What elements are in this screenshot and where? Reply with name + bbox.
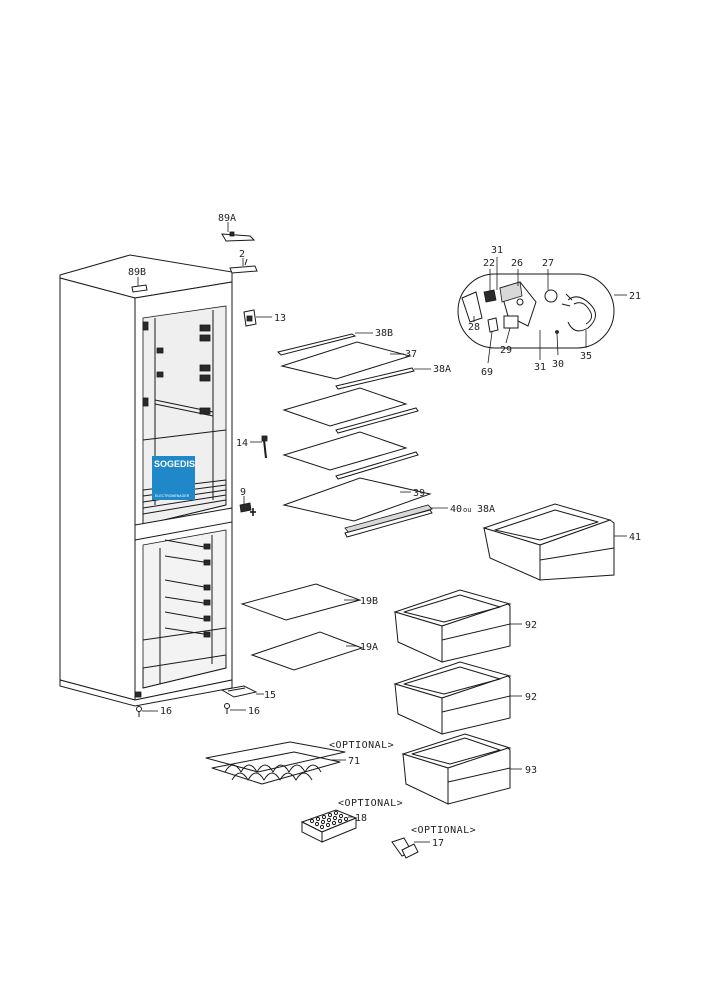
strip-38b [277,332,373,356]
label-35: 35 [580,351,592,362]
part-9 [239,496,256,516]
wine-rack-71 [205,741,346,785]
strip-38a [335,367,431,390]
shelf-middle-1 [282,387,419,434]
label-39: 39 [413,488,425,499]
label-13: 13 [274,313,286,324]
drawer-93 [401,733,522,805]
part-15 [220,685,264,698]
label-31-bottom: 31 [534,362,546,373]
drawer-41 [482,503,627,581]
thermostat-kit-21 [457,257,627,364]
part-2 [229,258,258,274]
optional-label-18: <OPTIONAL> [338,798,403,809]
part-13 [243,309,272,327]
label-30: 30 [552,359,564,370]
part-89b [131,277,148,293]
label-38b: 38B [375,328,393,339]
logo-name: SOGEDIS [154,459,195,469]
label-2: 2 [239,249,245,260]
egg-tray-18 [300,809,358,843]
label-40: 40 [450,504,462,515]
label-26: 26 [511,258,523,269]
shelf-19b [240,583,362,621]
label-14: 14 [236,438,248,449]
label-89b: 89B [128,267,146,278]
optional-label-17: <OPTIONAL> [411,825,476,836]
shelf-middle-2 [282,431,419,480]
part-16-right [224,703,246,714]
label-89a: 89A [218,213,236,224]
label-40-ou: ou [463,506,471,514]
part-89a [221,222,256,242]
optional-label-71: <OPTIONAL> [329,740,394,751]
shelf-39 [282,477,432,522]
label-71: 71 [348,756,360,767]
label-41: 41 [629,532,641,543]
ice-scraper-17 [391,837,430,859]
label-19b: 19B [360,596,378,607]
logo-sub: ELECTROMENAGER [155,494,190,498]
sogedis-logo: SOGEDIS ELECTROMENAGER [152,456,195,500]
part-16-left [136,706,158,717]
label-37: 37 [405,349,417,360]
part-labels: 89A 2 89B 13 38B 37 38A 14 9 39 40 ou 38… [128,213,641,849]
label-27: 27 [542,258,554,269]
drawer-92-bottom [393,661,522,735]
label-16-right: 16 [248,706,260,717]
label-19a: 19A [360,642,378,653]
label-15: 15 [264,690,276,701]
label-93: 93 [525,765,537,776]
label-92-bottom: 92 [525,692,537,703]
lower-rails [164,539,211,638]
label-31-top: 31 [491,245,503,256]
shelf-19a [250,631,364,671]
label-69: 69 [481,367,493,378]
label-18: 18 [355,813,367,824]
label-17: 17 [432,838,444,849]
label-38a: 38A [433,364,451,375]
label-9: 9 [240,487,246,498]
label-40-alt: 38A [477,504,495,515]
optional-labels: <OPTIONAL> <OPTIONAL> <OPTIONAL> [329,740,476,836]
label-92-top: 92 [525,620,537,631]
part-14 [250,435,268,459]
strip-40 [344,504,448,538]
label-28: 28 [468,322,480,333]
drawer-92-top [393,589,522,663]
label-16-left: 16 [160,706,172,717]
shelf-37 [280,341,412,380]
label-29: 29 [500,345,512,356]
label-21: 21 [629,291,641,302]
refrigerator-cabinet [59,254,233,707]
label-22: 22 [483,258,495,269]
